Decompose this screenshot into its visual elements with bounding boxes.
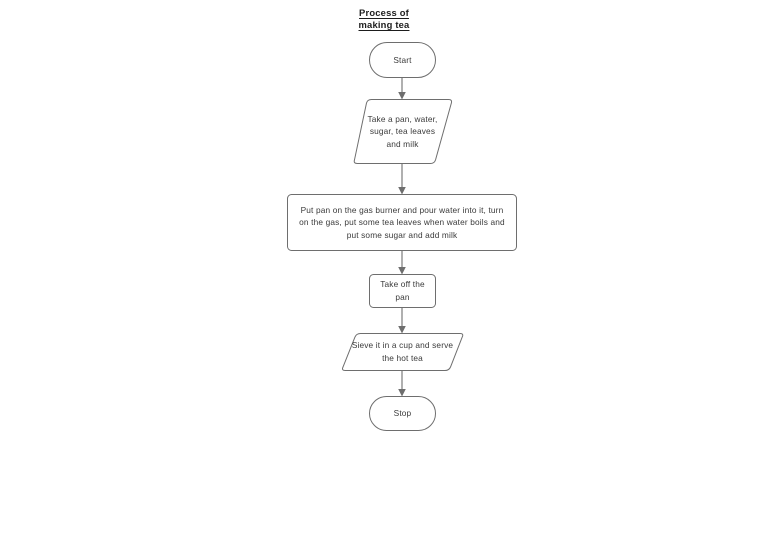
connector-boil-to-takeoff <box>398 251 406 275</box>
page-title-line-2: making tea <box>358 19 410 31</box>
connector-start-to-gather <box>398 78 406 100</box>
connector-sieve-to-stop <box>398 371 406 397</box>
node-boil-tea-shape[interactable] <box>287 194 517 251</box>
page-title: Process of making tea <box>0 7 768 32</box>
node-sieve-and-serve-shape[interactable] <box>342 333 464 371</box>
connector-takeoff-to-sieve <box>398 308 406 334</box>
connector-gather-to-boil <box>398 164 406 195</box>
node-gather-ingredients-shape[interactable] <box>353 99 453 164</box>
page-title-line-1: Process of <box>359 7 409 18</box>
node-take-off-pan-shape[interactable] <box>369 274 436 308</box>
node-start-shape[interactable] <box>369 42 436 78</box>
node-stop-shape[interactable] <box>369 396 436 431</box>
